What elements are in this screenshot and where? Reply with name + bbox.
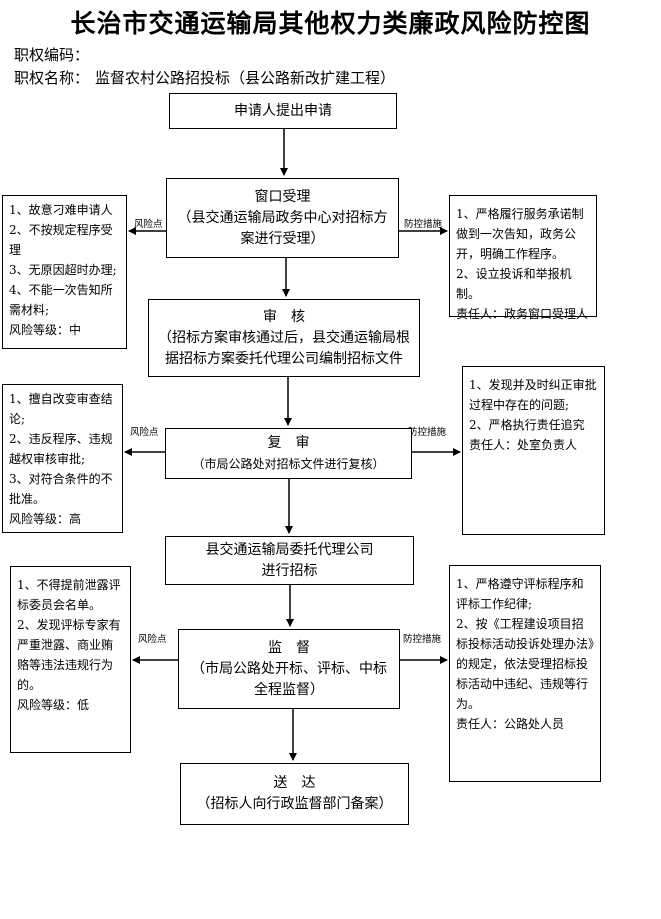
flow-box-review: 审 核 （招标方案审核通过后，县交通运输局根 据招标方案委托代理公司编制招标文件 xyxy=(148,299,420,377)
risk-box-3: 1、不得提前泄露评标委员会名单。 2、发现评标专家有严重泄露、商业贿赂等违法违规… xyxy=(10,566,131,753)
risk-label-1: 风险点 xyxy=(134,219,163,230)
flow-box-apply: 申请人提出申请 xyxy=(169,93,397,129)
control-label-2: 防控措施 xyxy=(408,427,447,438)
risk-label-3: 风险点 xyxy=(138,634,167,645)
power-name-value: 监督农村公路招投标（县公路新改扩建工程） xyxy=(95,69,396,87)
risk-box-2: 1、擅自改变审查结论; 2、违反程序、违规越权审核审批; 3、对符合条件的不批准… xyxy=(2,384,123,533)
control-label-3: 防控措施 xyxy=(403,634,442,645)
flow-box-tender: 县交通运输局委托代理公司 进行招标 xyxy=(165,536,414,585)
risk-box-1: 1、故意刁难申请人 2、不按规定程序受理 3、无原因超时办理; 4、不能一次告知… xyxy=(2,195,127,349)
flow-box-supervise: 监 督 （市局公路处开标、评标、中标 全程监督） xyxy=(178,629,400,709)
flow-box-recheck: 复 审 （市局公路处对招标文件进行复核） xyxy=(165,428,412,479)
page-title: 长治市交通运输局其他权力类廉政风险防控图 xyxy=(70,9,591,38)
power-code-label: 职权编码： xyxy=(14,46,90,64)
flow-box-deliver: 送 达 （招标人向行政监督部门备案） xyxy=(180,763,409,825)
control-box-2: 1、发现并及时纠正审批过程中存在的问题; 2、严格执行责任追究 责任人：处室负责… xyxy=(462,366,605,535)
risk-label-2: 风险点 xyxy=(130,427,159,438)
control-box-1: 1、严格履行服务承诺制做到一次告知，政务公开，明确工作程序。 2、设立投诉和举报… xyxy=(449,195,597,321)
power-name-label: 职权名称： xyxy=(14,69,90,87)
control-box-3: 1、严格遵守评标程序和评标工作纪律; 2、按《工程建设项目招标投标活动投诉处理办… xyxy=(449,565,601,782)
flow-box-window: 窗口受理 （县交通运输局政务中心对招标方 案进行受理） xyxy=(166,178,399,258)
power-name-row: 职权名称： 监督农村公路招投标（县公路新改扩建工程） xyxy=(14,67,395,88)
control-label-1: 防控措施 xyxy=(404,219,443,230)
